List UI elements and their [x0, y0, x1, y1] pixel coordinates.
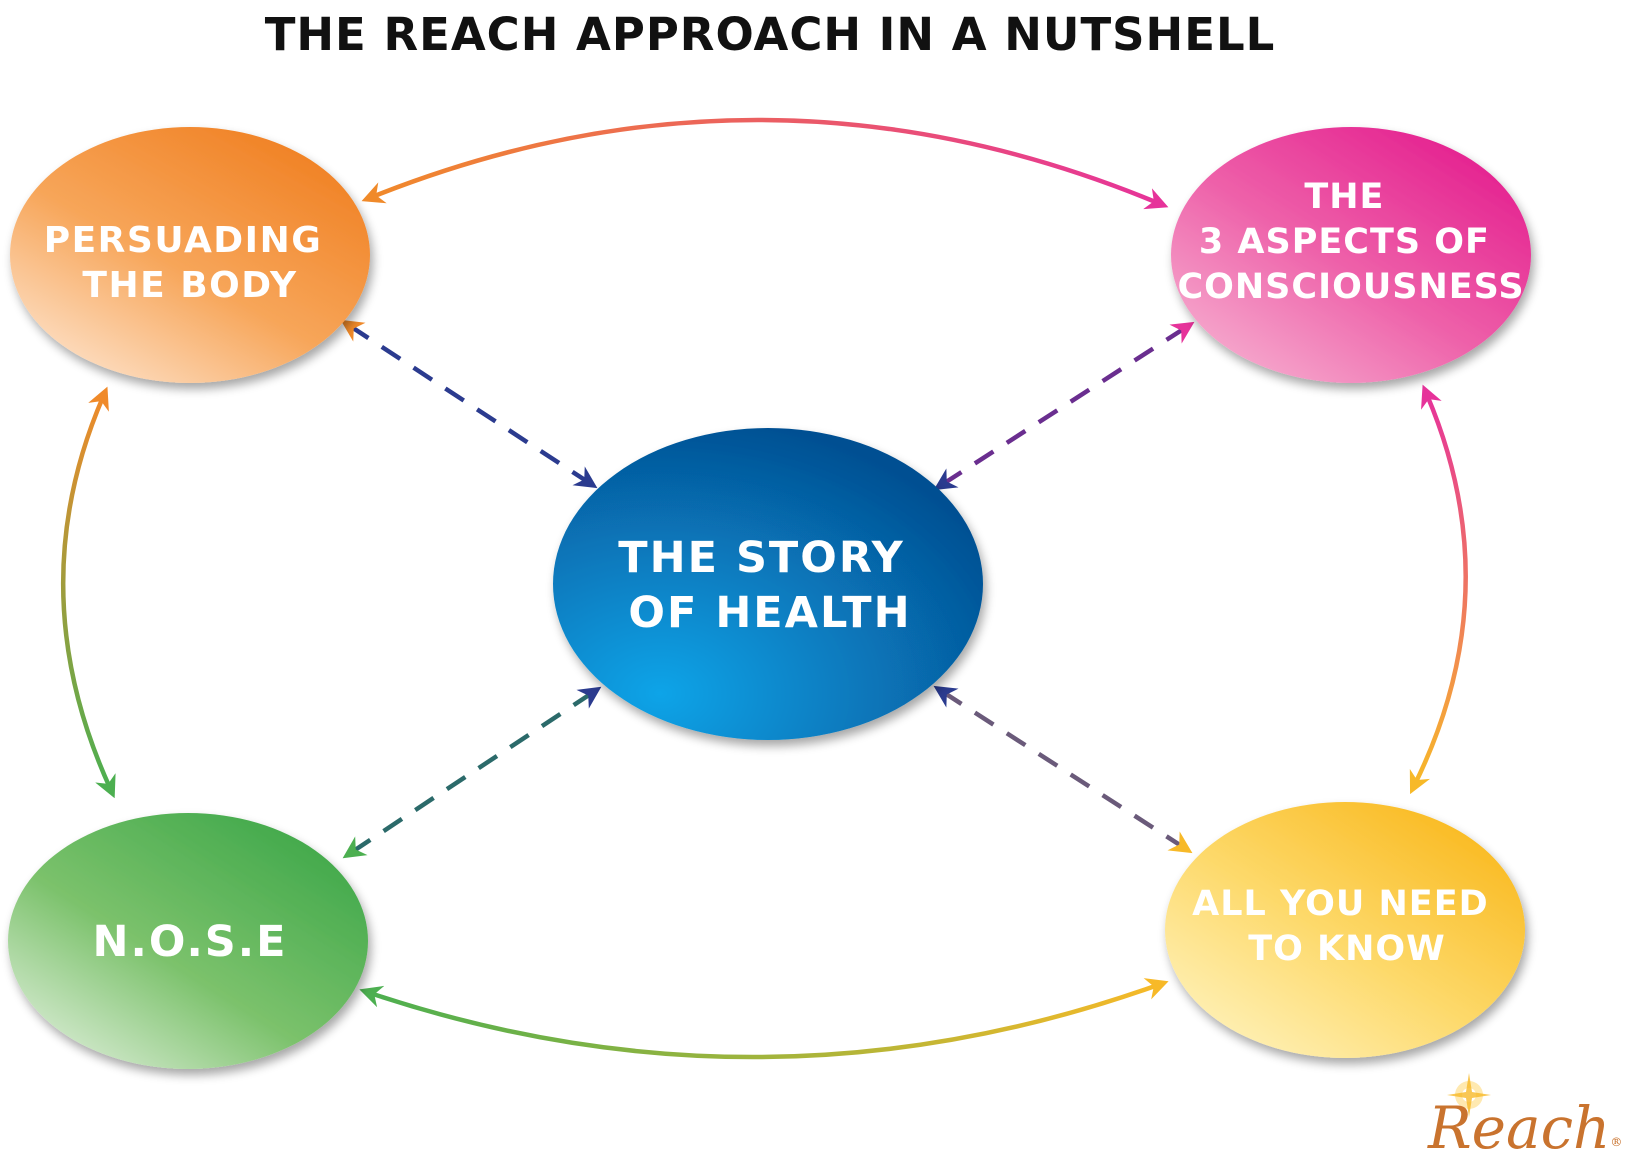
node-story-of-health: THE STORY OF HEALTH — [553, 428, 983, 740]
node-persuading-line-1: PERSUADING — [44, 220, 323, 261]
node-persuading-the-body: PERSUADING THE BODY — [10, 127, 370, 383]
reach-logo: Reach® — [1427, 1073, 1622, 1162]
node-three-aspects-of-consciousness: THE 3 ASPECTS OF CONSCIOUSNESS — [1171, 127, 1531, 383]
node-allyouneed-line-1: ALL YOU NEED — [1192, 884, 1489, 924]
node-aspects-line-1: THE — [1304, 177, 1384, 217]
node-nose: N.O.S.E — [8, 813, 368, 1069]
dashed-arrow-top-right — [933, 321, 1195, 491]
node-aspects-line-2: 3 ASPECTS OF — [1199, 222, 1490, 262]
page-title: THE REACH APPROACH IN A NUTSHELL — [264, 8, 1276, 61]
svg-text:Reach®: Reach® — [1427, 1094, 1622, 1162]
svg-text:ALL YOU NEED TO KNOW: ALL YOU NEED TO KNOW — [1192, 884, 1502, 969]
arrow-right — [1409, 384, 1468, 795]
node-story-line-2: OF HEALTH — [628, 588, 911, 638]
node-story-line-1: THE STORY — [618, 533, 904, 583]
sun-burst-icon — [1447, 1073, 1491, 1117]
registered-mark: ® — [1610, 1135, 1622, 1149]
svg-text:THE 3 ASPECTS OF C: THE 3 ASPECTS OF CONSCIOUSNESS — [1177, 177, 1524, 307]
node-aspects-line-3: CONSCIOUSNESS — [1177, 267, 1524, 307]
arrow-left — [60, 386, 116, 799]
node-nose-line-1: N.O.S.E — [93, 917, 288, 967]
dashed-arrow-bottom-right — [933, 685, 1193, 854]
arrow-top — [361, 117, 1169, 210]
dashed-arrow-top-left — [340, 319, 598, 489]
svg-text:N.O.S.E: N.O.S.E — [93, 917, 288, 967]
node-all-you-need-to-know: ALL YOU NEED TO KNOW — [1165, 802, 1525, 1058]
arrow-bottom — [359, 978, 1169, 1060]
dashed-arrow-bottom-left — [342, 686, 602, 859]
node-persuading-line-2: THE BODY — [82, 265, 297, 306]
svg-text:PERSUADING THE BODY: PERSUADING THE BODY — [44, 220, 337, 306]
node-allyouneed-line-2: TO KNOW — [1248, 929, 1446, 969]
svg-text:THE STORY OF HEALTH: THE STORY OF HEALTH — [618, 533, 921, 638]
logo-text: Reach — [1427, 1094, 1610, 1162]
